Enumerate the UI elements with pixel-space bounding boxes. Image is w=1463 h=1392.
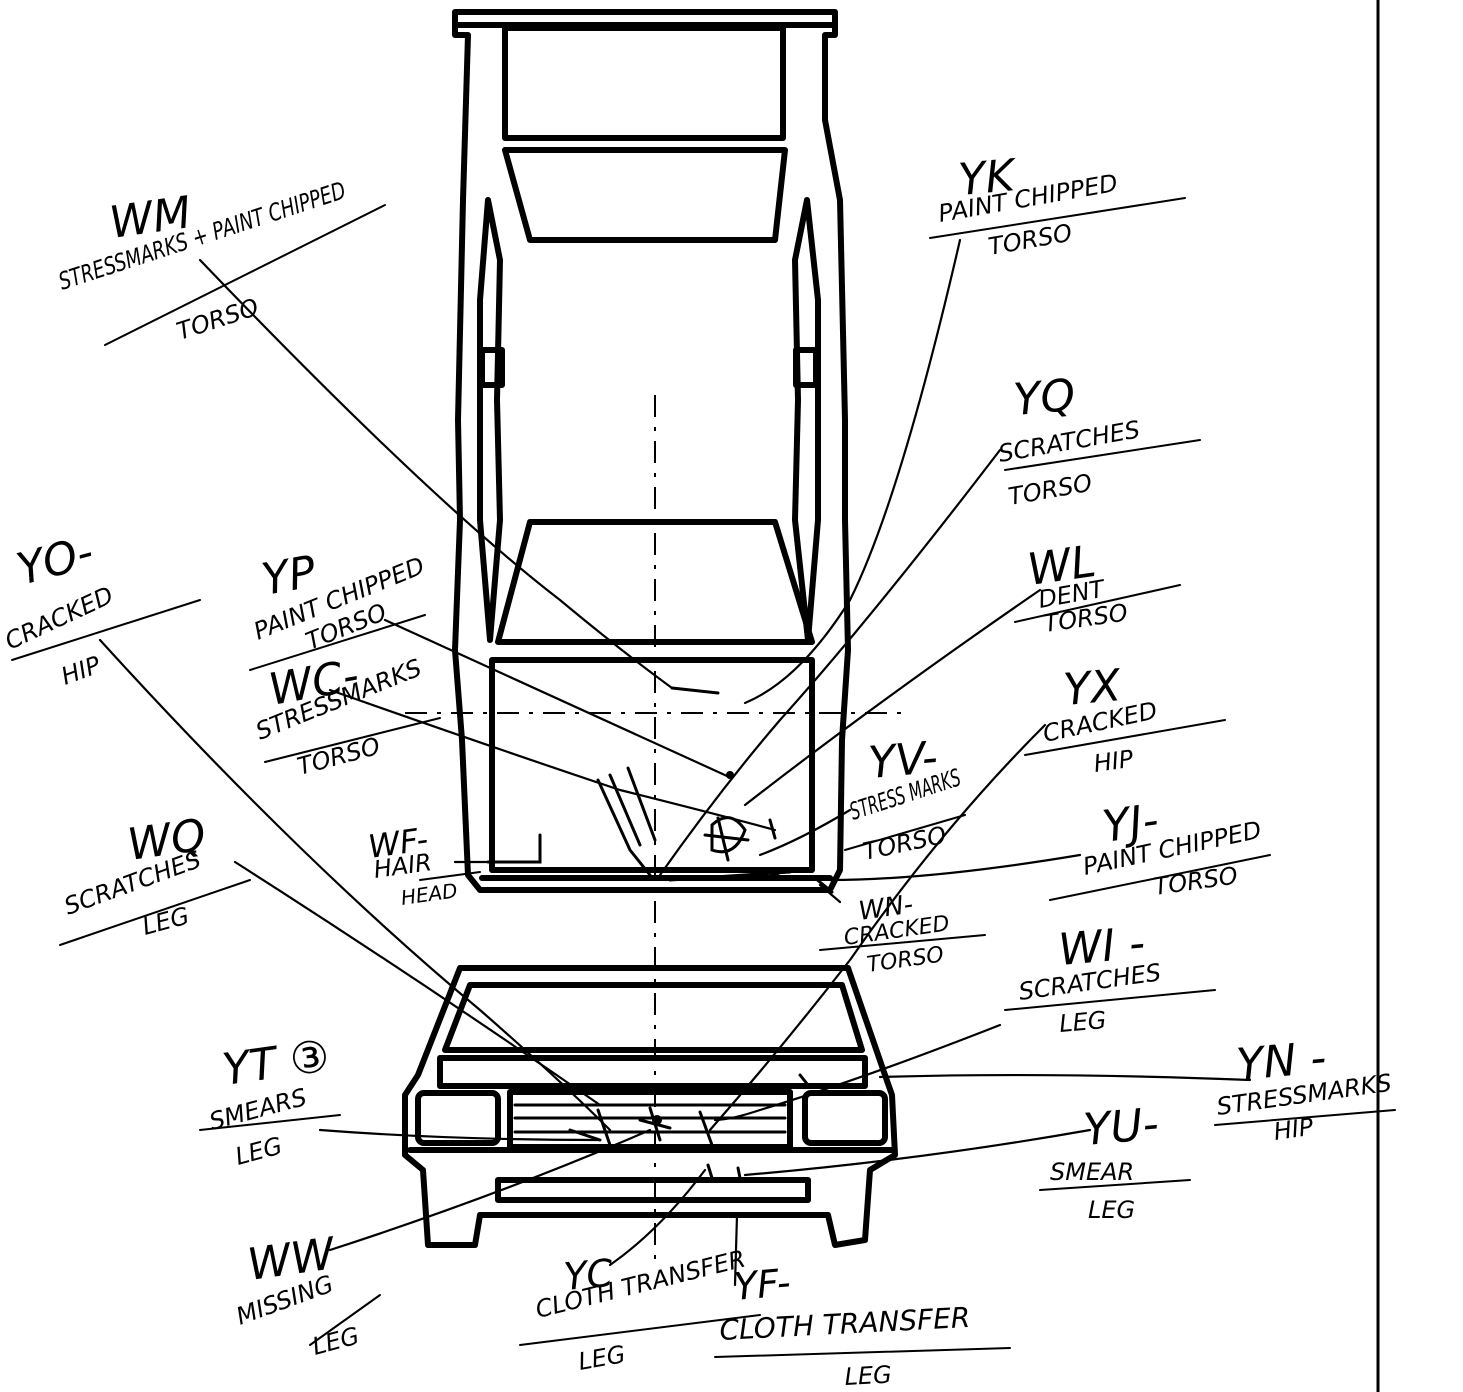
callout-wi-part: LEG bbox=[1058, 1006, 1107, 1038]
callout-yc-code: YC bbox=[562, 1251, 615, 1299]
callout-wl-code: WL bbox=[1024, 536, 1098, 596]
callout-wi-code: WI - bbox=[1057, 918, 1147, 976]
callout-yj-code: YJ- bbox=[1099, 795, 1161, 853]
callout-yt-part: LEG bbox=[232, 1132, 285, 1171]
callout-wq-code: WQ bbox=[124, 810, 208, 871]
callout-yo-code: YO- bbox=[12, 527, 99, 596]
callout-yq-part: TORSO bbox=[1006, 469, 1094, 511]
callout-yc-part: LEG bbox=[576, 1340, 627, 1376]
callout-ww-code: WW bbox=[244, 1228, 339, 1291]
callout-yu-code: YU- bbox=[1082, 1099, 1161, 1156]
callout-yf-code: YF- bbox=[732, 1260, 792, 1309]
callout-yj-part: TORSO bbox=[1152, 861, 1239, 900]
callout-wf-code: WF- bbox=[366, 820, 431, 866]
callout-yt-code: YT ③ bbox=[219, 1030, 332, 1095]
leader-lines bbox=[98, 238, 1252, 1287]
callout-wc-part: TORSO bbox=[294, 732, 383, 781]
callout-wn-part: TORSO bbox=[865, 942, 945, 978]
callout-yq-code: YQ bbox=[1012, 370, 1078, 426]
callout-yu-part: LEG bbox=[1088, 1196, 1135, 1224]
callout-yu-desc: SMEAR bbox=[1050, 1158, 1134, 1186]
callout-yf-desc: CLOTH TRANSFER bbox=[719, 1301, 971, 1347]
callout-wm-code: WM bbox=[106, 187, 194, 249]
callout-yn-part: HIP bbox=[1272, 1113, 1316, 1146]
callout-yo-part: HIP bbox=[57, 651, 104, 691]
callout-yp-code: YP bbox=[258, 546, 320, 606]
callout-yn-code: YN - bbox=[1235, 1032, 1329, 1091]
callout-ww-part: LEG bbox=[309, 1322, 362, 1361]
callout-yk-part: TORSO bbox=[986, 219, 1074, 261]
callout-wm-part: TORSO bbox=[173, 293, 262, 346]
callout-yv-part: TORSO bbox=[860, 821, 948, 866]
callout-wm-desc: STRESSMARKS + PAINT CHIPPED bbox=[55, 176, 349, 295]
car-top-view bbox=[452, 9, 851, 894]
label-underlines bbox=[11, 197, 1396, 1358]
callout-yf-part: LEG bbox=[844, 1361, 893, 1391]
callout-yv-code: YV- bbox=[867, 732, 940, 789]
car-front-view bbox=[402, 965, 898, 1248]
callout-wq-part: LEG bbox=[139, 902, 192, 941]
callout-yx-part: HIP bbox=[1092, 745, 1136, 778]
callout-yx-code: YX bbox=[1062, 660, 1124, 716]
callout-labels: WM STRESSMARKS + PAINT CHIPPED TORSO YK … bbox=[1, 150, 1394, 1391]
callout-yk-code: YK bbox=[957, 150, 1020, 206]
callout-wf-part: HEAD bbox=[399, 878, 459, 910]
